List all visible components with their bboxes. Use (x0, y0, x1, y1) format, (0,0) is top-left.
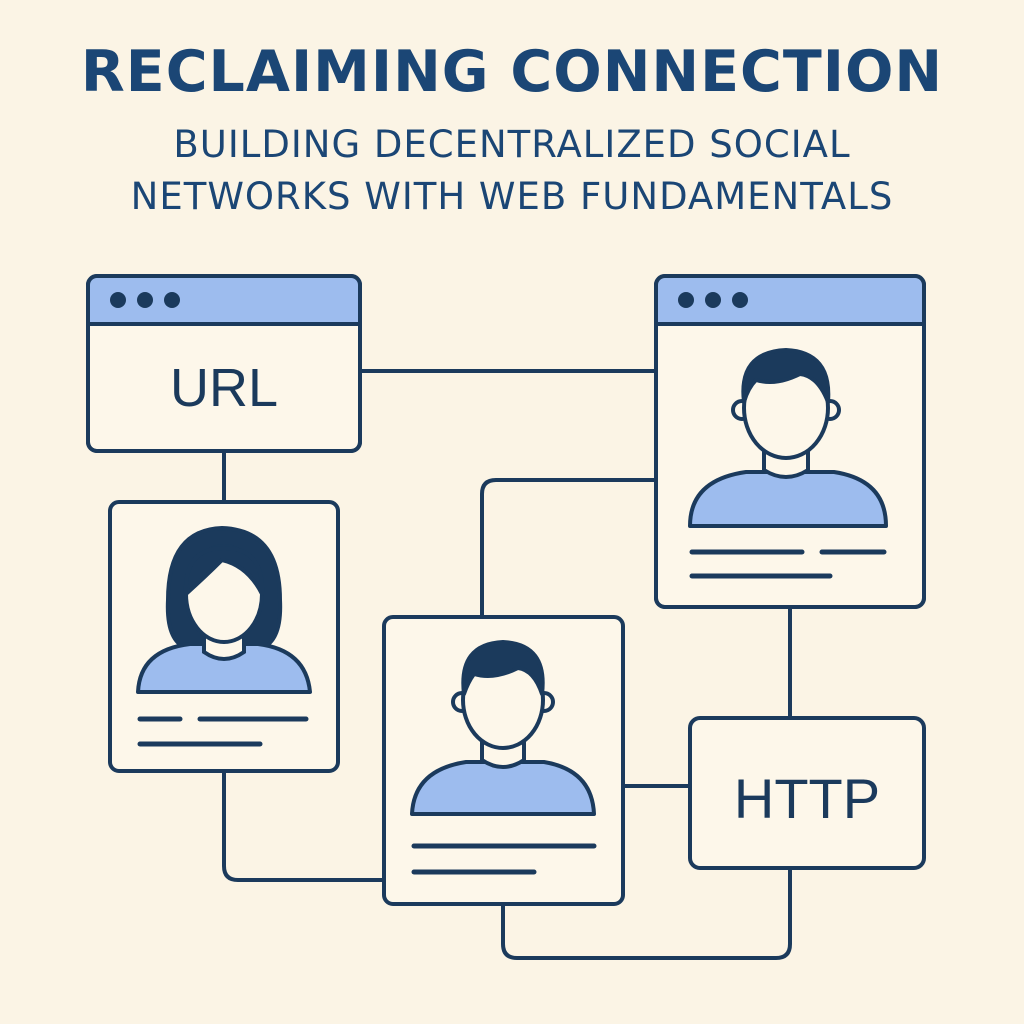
user-avatar-icon (688, 348, 888, 528)
page-title: RECLAIMING CONNECTION (80, 39, 944, 105)
user-avatar-icon (410, 640, 596, 816)
url-browser-window: URL (86, 274, 362, 453)
http-box: HTTP (688, 716, 926, 870)
woman-profile-card (108, 500, 340, 773)
right-profile-window (654, 274, 926, 609)
browser-window-dots-icon (678, 292, 748, 308)
browser-window-dots-icon (110, 292, 180, 308)
url-label: URL (170, 358, 278, 418)
connection-lines (222, 369, 792, 960)
user-avatar-icon (136, 526, 312, 694)
link-bottom-loop (501, 866, 792, 960)
page-subtitle-line-1: BUILDING DECENTRALIZED SOCIAL (173, 123, 851, 166)
page-subtitle-line-2: NETWORKS WITH WEB FUNDAMENTALS (130, 175, 894, 218)
center-profile-card (382, 615, 625, 906)
link-center-to-right-profile (480, 478, 658, 619)
http-label: HTTP (734, 767, 880, 830)
link-woman-to-center-profile (222, 769, 386, 882)
